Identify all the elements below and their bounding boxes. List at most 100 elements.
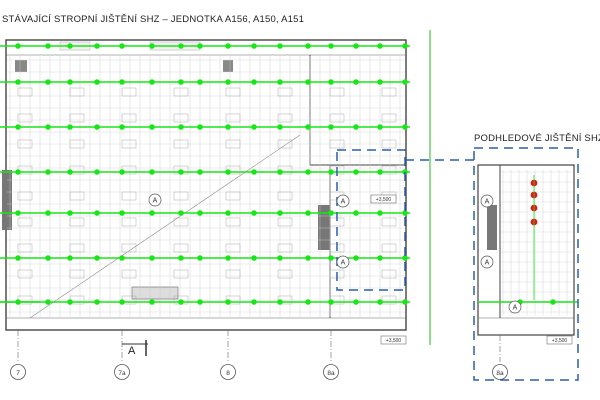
sprinkler-head [305,299,311,305]
sprinkler-head [377,210,383,216]
sprinkler-head [149,255,155,261]
sprinkler-head [305,210,311,216]
light-fixture [17,217,33,227]
diagonal-line [29,134,301,319]
light-fixture [173,217,189,227]
light-fixture [225,165,241,175]
sprinkler-head [197,124,203,130]
light-fixture [17,139,33,149]
sprinkler-head [277,210,283,216]
light-fixture [17,243,33,253]
light-fixture [277,269,293,279]
light-fixture [173,87,189,97]
sprinkler-head [277,124,283,130]
sprinkler-head [225,79,231,85]
sprinkler-head [45,255,51,261]
wall-block [2,170,12,230]
sprinkler-head [328,299,334,305]
light-fixture [225,243,241,253]
sprinkler-head [94,210,100,216]
sprinkler-head [45,43,51,49]
sprinkler-head [402,255,408,261]
light-fixture [225,217,241,227]
sprinkler-head [67,255,73,261]
sprinkler-head [149,43,155,49]
sprinkler-head [353,210,359,216]
level-tag-text: +3,500 [376,197,392,203]
sprinkler-head [251,79,257,85]
sprinkler-head [353,255,359,261]
grid-axis-bubble [220,364,236,380]
light-fixture [381,269,397,279]
detail-frame [473,147,579,381]
sprinkler-head [277,299,283,305]
main-plan-outline [5,39,407,331]
detail-ceiling-grid [501,170,572,316]
light-fixture [17,87,33,97]
light-fixture [121,87,137,97]
light-fixture [69,87,85,97]
sprinkler-head [251,255,257,261]
light-fixture [381,295,397,305]
sprinkler-head [225,43,231,49]
sprinkler-head [178,169,184,175]
grid-axis-bubble [10,364,26,380]
sprinkler-head [251,124,257,130]
main-title: STÁVAJÍCÍ STROPNÍ JIŠTĚNÍ SHZ – JEDNOTKA… [2,14,305,25]
sprinkler-head [197,43,203,49]
light-fixture [381,217,397,227]
sprinkler-head [178,299,184,305]
light-fixture [225,139,241,149]
dashed-outlines [336,147,579,381]
sprinkler-head [251,169,257,175]
sprinkler-head [305,255,311,261]
light-fixture [173,243,189,253]
light-fixture [225,269,241,279]
light-fixture [121,217,137,227]
level-tag-box [546,335,573,345]
light-fixture [121,113,137,123]
sprinkler-head [119,255,125,261]
sprinkler-head [353,124,359,130]
light-fixture [277,217,293,227]
sprinkler-head [550,299,556,305]
sprinkler-head [328,210,334,216]
sprinkler-head [402,79,408,85]
level-tags: +3,500+3,500+3,500 [370,194,573,345]
light-fixture [277,295,293,305]
row-marker-bubble [508,300,522,314]
level-tag-box [380,335,407,345]
sprinkler-head [251,299,257,305]
sprinkler-head [402,210,408,216]
sprinkler-head [328,124,334,130]
light-fixture [381,87,397,97]
sprinkler-head [15,124,21,130]
light-fixture [225,113,241,123]
sprinkler-head [45,169,51,175]
sprinkler-head [15,169,21,175]
sprinkler-head [353,169,359,175]
light-fixture [277,113,293,123]
light-fixture [69,191,85,201]
sprinkler-head [277,79,283,85]
light-fixture [225,87,241,97]
sprinkler-head [225,169,231,175]
sprinkler-head [149,169,155,175]
sprinkler-head [178,124,184,130]
sprinkler-head [149,79,155,85]
grid-axis-label: 7a [118,370,126,377]
sprinkler-head [15,79,21,85]
light-fixture [277,165,293,175]
sprinkler-head [251,210,257,216]
sprinkler-head [251,43,257,49]
row-marker-bubble [480,255,494,269]
grid-axis-bubble [114,364,130,380]
sprinkler-head [328,79,334,85]
light-fixture [329,87,345,97]
light-fixture [277,191,293,201]
sprinkler-head [197,210,203,216]
sprinkler-head [305,79,311,85]
sprinkler-head [277,255,283,261]
sprinkler-head [94,43,100,49]
